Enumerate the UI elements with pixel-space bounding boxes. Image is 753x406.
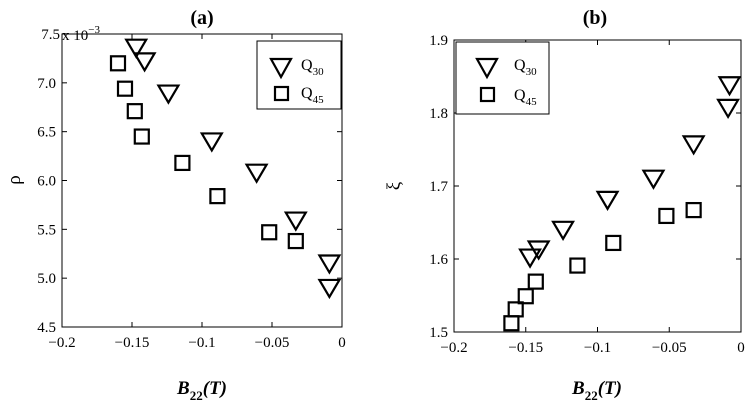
data-point-q45 [261,224,278,241]
x-tick-label: −0.2 [440,340,467,356]
data-point-q30 [717,76,742,97]
legend-entry-q45: Q45 [301,85,324,106]
panel-b-legend-box [455,41,550,115]
panel-a-legend-box [256,40,342,110]
panel-a-plot-frame [61,33,343,328]
y-tick-label: 5.0 [37,271,56,287]
y-tick-label: 1.6 [429,252,448,268]
y-tick-label: 1.5 [429,325,448,341]
data-point-q45 [109,55,127,72]
panel-b-y-axis-label: ξ [384,181,405,190]
data-point-q45 [605,234,622,252]
y-tick-label: 4.5 [37,320,56,336]
data-point-q30 [132,52,157,73]
panel-b-marks [503,76,742,332]
data-point-q30 [716,98,741,120]
data-point-q30 [595,190,620,212]
panel-a-y-axis-label: ρ [4,175,25,184]
data-point-q30 [526,240,551,261]
x-tick-label: −0.05 [255,335,290,351]
data-point-q30 [518,248,542,269]
panel-b-ticks: −0.2 −0.15 −0.1 −0.05 0 1.5 1.6 1.7 1.8 1.9 [429,33,745,356]
legend-entry-q45: Q45 [514,87,537,108]
data-point-q30 [199,132,224,153]
legend-marker-triangle [269,57,293,80]
y-tick-label: 1.9 [429,33,448,49]
data-point-q30 [156,84,181,105]
y-tick-label: 6.5 [37,125,56,141]
legend-entry-q30: Q30 [301,57,324,78]
panel-b-legend: Q30 Q45 [455,41,550,115]
data-point-q30 [283,211,308,232]
data-point-q45 [126,103,143,120]
data-point-q45 [503,315,520,332]
data-point-q45 [116,80,134,97]
data-point-q30 [317,278,342,300]
data-point-q45 [209,188,226,205]
panel-a: (a) x 10−3 −0.2 −0.15 −0.1 −0.05 0 4.5 5.0 5.5 6… [4,7,346,403]
panel-a-ticks: −0.2 −0.15 −0.1 −0.05 0 4.5 5.0 5.5 6.0 6.5 7.0 7.5 [37,27,346,351]
panel-b-plot-frame [453,39,742,333]
x-tick-label: −0.15 [508,340,543,356]
data-point-q45 [174,154,191,172]
x-tick-label: −0.1 [584,340,611,356]
data-point-q30 [681,135,706,156]
data-point-q45 [685,201,702,219]
data-point-q45 [507,301,524,318]
x-tick-label: −0.1 [188,335,215,351]
y-tick-label: 6.0 [37,174,56,190]
data-point-q45 [569,257,586,274]
data-point-q45 [527,273,544,290]
data-point-q45 [517,288,534,305]
y-tick-label: 7.5 [41,27,60,43]
x-tick-label: 0 [338,335,346,351]
y-tick-label: 1.7 [429,179,448,195]
x-tick-label: −0.2 [48,335,75,351]
panel-a-title: (a) [190,7,213,29]
panel-a-exponent-label: x 10−3 [62,24,100,44]
panel-a-legend: Q30 Q45 [256,40,342,110]
data-point-q45 [133,128,150,145]
data-point-q45 [287,232,304,250]
exponent-power: −3 [88,24,100,36]
x-tick-label: 0 [737,340,745,356]
y-tick-label: 7.0 [37,76,56,92]
y-tick-label: 5.5 [37,222,56,238]
data-point-q45 [658,207,675,225]
data-point-q30 [551,220,575,241]
x-tick-label: −0.05 [652,340,687,356]
legend-marker-triangle [475,57,499,80]
data-point-q30 [641,169,666,190]
data-point-q30 [244,163,269,184]
legend-entry-q30: Q30 [514,57,537,78]
panel-b: (b) −0.2 −0.15 −0.1 −0.05 0 1.5 1.6 1.7 1.8 1.9 Q… [384,7,745,403]
exponent-base: x 10 [62,28,88,44]
panel-b-x-axis-label: B22(T) [571,378,622,403]
legend-marker-square [479,86,496,103]
data-point-q30 [317,254,342,275]
data-point-q30 [124,38,149,59]
y-tick-label: 1.8 [429,106,448,122]
panel-a-marks [109,38,342,300]
legend-marker-square [273,85,290,102]
panel-a-x-axis-label: B22(T) [176,378,227,403]
panel-b-title: (b) [583,7,607,29]
x-tick-label: −0.15 [115,335,150,351]
